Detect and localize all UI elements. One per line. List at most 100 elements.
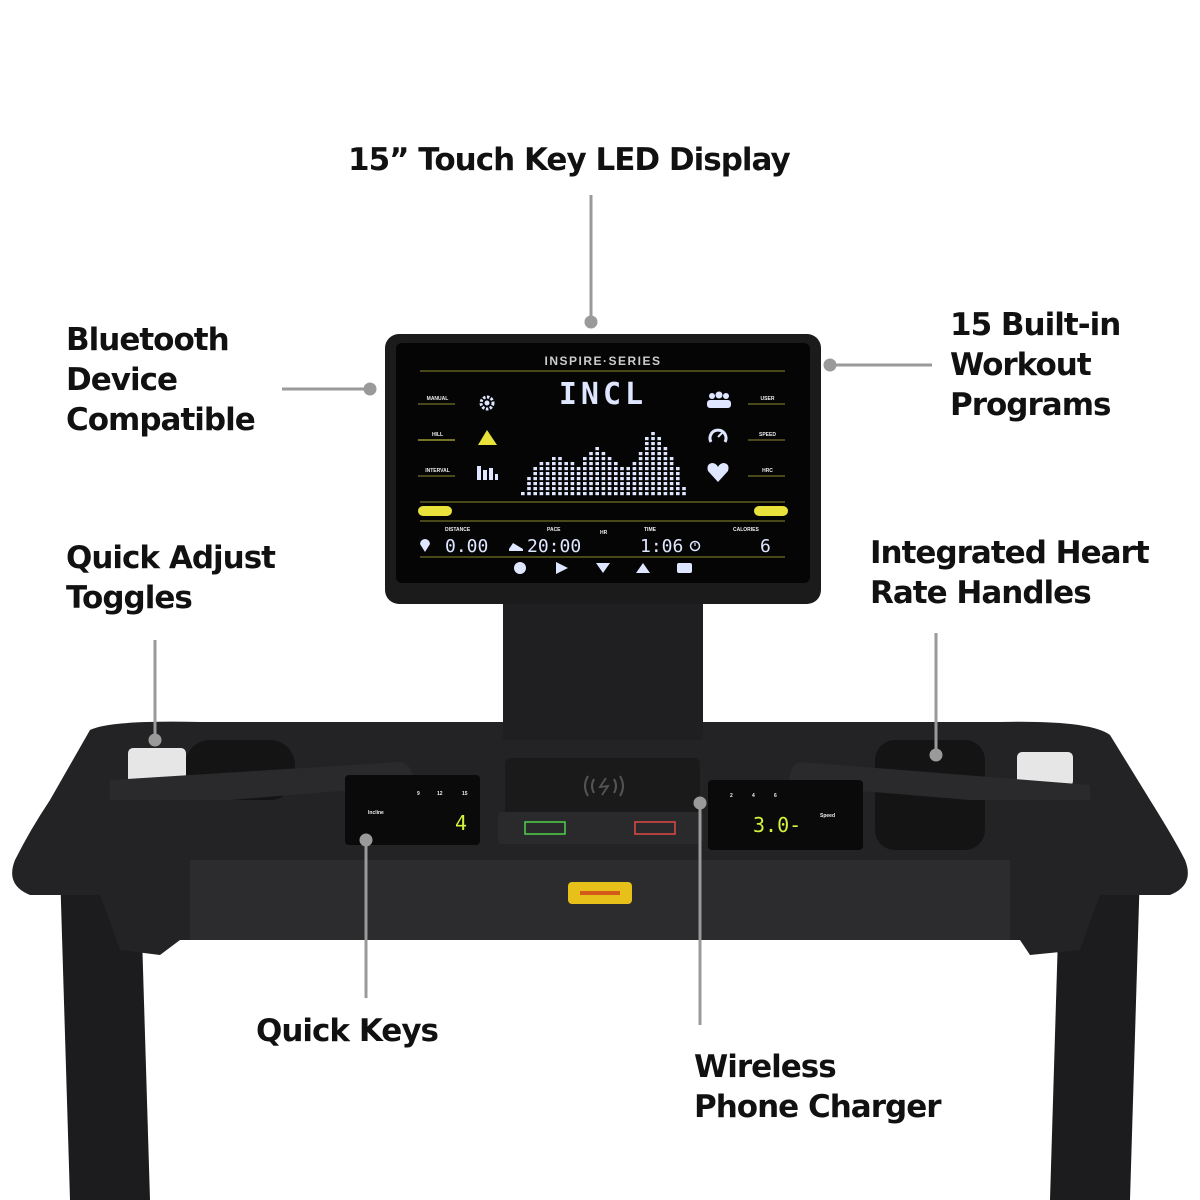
profile-dot — [595, 477, 599, 481]
profile-dot — [645, 472, 649, 476]
profile-dot — [564, 487, 568, 491]
profile-dot — [607, 467, 612, 471]
program-speed[interactable]: SPEED — [759, 432, 776, 438]
profile-dot — [607, 492, 612, 496]
profile-dot — [620, 467, 624, 471]
profile-dot — [657, 452, 661, 456]
profile-dot — [638, 462, 643, 466]
profile-dot — [545, 487, 550, 491]
speed-quick-keys[interactable] — [708, 780, 863, 850]
profile-dot — [607, 472, 612, 476]
profile-dot — [663, 452, 668, 456]
incline-key-15[interactable]: 15 — [462, 791, 468, 797]
incline-key-label: Incline — [368, 810, 384, 816]
callout-line: Device — [66, 362, 178, 398]
left-quick-adjust-toggle[interactable] — [128, 748, 186, 784]
incline-quick-keys[interactable] — [345, 775, 480, 845]
play-key[interactable] — [556, 562, 568, 574]
calories-label: CALORIES — [733, 527, 760, 533]
profile-dot — [583, 462, 587, 466]
profile-dot — [669, 477, 674, 481]
shoe-icon — [509, 543, 523, 551]
program-hill[interactable]: HILL — [432, 432, 443, 438]
profile-dot — [645, 477, 649, 481]
profile-dot — [533, 487, 537, 491]
speed-key-4[interactable]: 4 — [752, 793, 755, 799]
profile-dot — [589, 457, 593, 461]
profile-dot — [651, 472, 655, 476]
program-interval[interactable]: INTERVAL — [425, 468, 450, 474]
speed-key-2[interactable]: 2 — [730, 793, 733, 799]
program-hrc[interactable]: HRC — [762, 468, 773, 474]
stop-key[interactable] — [514, 562, 526, 574]
calories-value: 6 — [760, 536, 771, 557]
users-icon[interactable] — [707, 391, 731, 409]
speed-key-label: Speed — [820, 813, 835, 819]
up-key[interactable] — [636, 563, 650, 573]
profile-dot — [558, 467, 562, 471]
profile-dot — [614, 477, 618, 481]
profile-dot — [545, 467, 550, 471]
interval-bars-icon[interactable] — [477, 466, 498, 480]
profile-dot — [601, 477, 606, 481]
left-heart-rate-handle[interactable] — [110, 762, 413, 800]
left-pill-button[interactable] — [418, 506, 452, 516]
left-program-list: MANUAL HILL INTERVAL — [418, 396, 455, 477]
profile-dot — [614, 472, 618, 476]
profile-dot — [589, 462, 593, 466]
profile-dot — [645, 462, 649, 466]
profile-dot — [545, 477, 550, 481]
program-user[interactable]: USER — [761, 396, 775, 402]
profile-dot — [539, 482, 544, 486]
profile-dot — [533, 492, 537, 496]
profile-dot — [663, 447, 668, 451]
profile-dot — [651, 447, 655, 451]
profile-dot — [645, 482, 649, 486]
profile-dot — [539, 467, 544, 471]
profile-dot — [657, 447, 661, 451]
incline-key-12[interactable]: 12 — [437, 791, 443, 797]
profile-dot — [595, 452, 599, 456]
profile-dot — [645, 467, 649, 471]
right-upright — [1050, 870, 1140, 1200]
right-heart-rate-handle[interactable] — [789, 762, 1090, 800]
profile-dot — [657, 472, 661, 476]
profile-dot — [620, 477, 624, 481]
profile-dot — [601, 492, 606, 496]
settings-icon[interactable] — [479, 395, 495, 411]
profile-dot — [595, 472, 599, 476]
right-pill-button[interactable] — [754, 506, 788, 516]
profile-dot — [657, 467, 661, 471]
profile-dot — [583, 482, 587, 486]
left-upright — [60, 870, 150, 1200]
enter-key[interactable] — [677, 563, 692, 573]
start-button[interactable] — [524, 821, 566, 835]
right-quick-adjust-toggle[interactable] — [1017, 752, 1073, 786]
down-key[interactable] — [596, 563, 610, 573]
profile-dot — [645, 437, 649, 441]
wireless-charger-pad — [505, 758, 700, 818]
profile-dot — [552, 457, 556, 461]
profile-dot — [632, 482, 637, 486]
profile-dot — [601, 457, 606, 461]
profile-dot — [638, 457, 643, 461]
stop-button[interactable] — [634, 821, 676, 835]
profile-dot — [614, 467, 618, 471]
profile-dot — [589, 452, 593, 456]
incline-key-9[interactable]: 9 — [417, 791, 420, 797]
profile-dot — [601, 452, 606, 456]
profile-dot — [632, 467, 637, 471]
profile-dot — [595, 457, 599, 461]
heart-icon[interactable] — [707, 463, 729, 482]
emergency-stop-stripe — [580, 891, 620, 895]
callout-quick-keys: Quick Keys — [256, 1013, 439, 1049]
hill-icon[interactable] — [478, 430, 497, 445]
time-value: 1:06 — [640, 536, 683, 557]
profile-dot — [676, 477, 680, 481]
profile-dot — [552, 482, 556, 486]
program-manual[interactable]: MANUAL — [427, 396, 449, 402]
speed-key-6[interactable]: 6 — [774, 793, 777, 799]
profile-dot — [564, 467, 568, 471]
speedometer-icon[interactable] — [708, 428, 728, 443]
profile-dot — [626, 467, 630, 471]
